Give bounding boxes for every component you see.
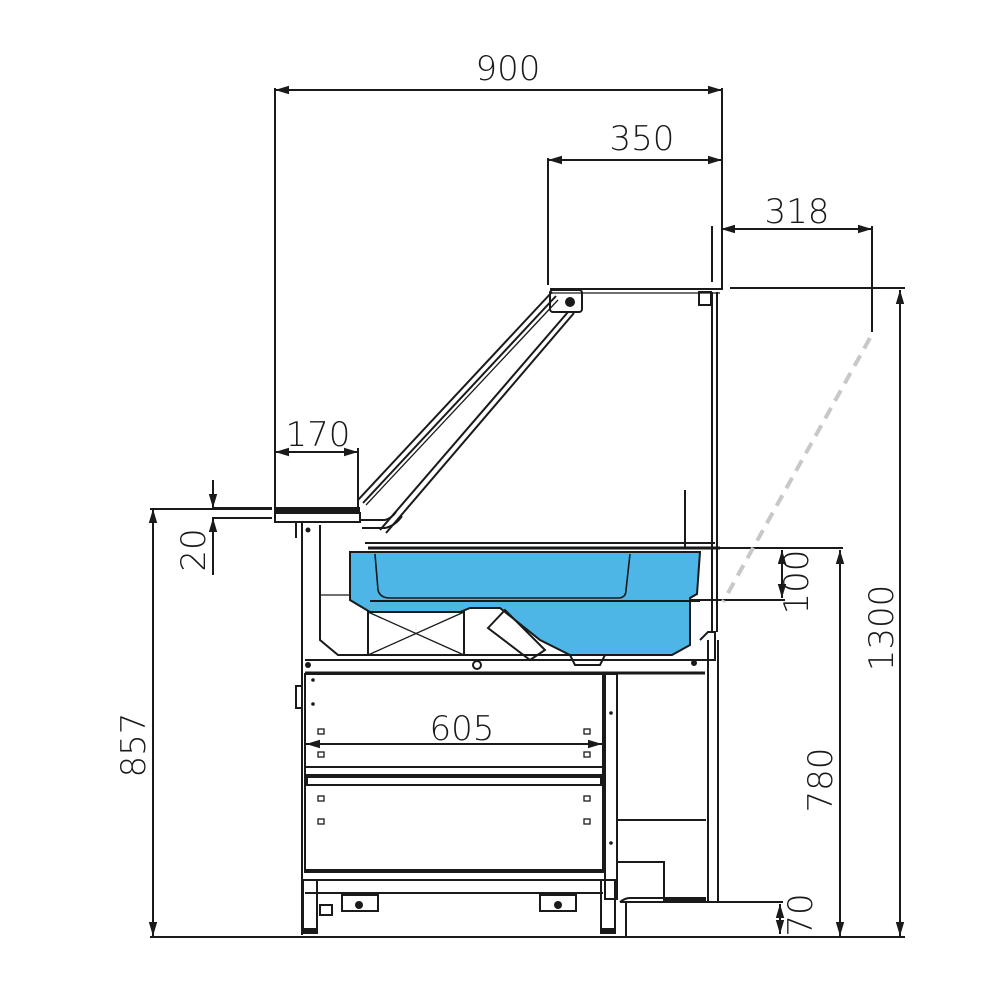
dimension-plinth-height: 70 — [620, 893, 821, 937]
dimension-overall-depth: 900 — [274, 49, 723, 515]
dim-label-857: 857 — [114, 713, 154, 778]
rear-glass — [711, 292, 718, 632]
dim-label-350: 350 — [610, 119, 675, 159]
rear-housing — [618, 640, 719, 936]
dim-label-318: 318 — [765, 192, 830, 232]
evaporator-box — [319, 525, 570, 656]
dim-label-900: 900 — [476, 49, 541, 89]
dim-label-70: 70 — [781, 893, 821, 936]
dashed-open-glass — [721, 337, 872, 603]
tank — [349, 542, 720, 666]
dimension-tray-depth: 170 — [275, 415, 359, 508]
base-cabinet: 605 — [304, 673, 618, 900]
dimension-top-glass-depth: 350 — [547, 119, 722, 285]
dim-label-1300: 1300 — [862, 585, 902, 672]
dimension-counter-height: 857 — [114, 508, 272, 936]
dim-label-170: 170 — [286, 415, 351, 455]
top-glass — [549, 288, 722, 313]
front-glass — [357, 291, 575, 534]
dimension-total-height: 1300 — [730, 287, 905, 936]
dim-label-780: 780 — [801, 748, 841, 813]
dim-label-605: 605 — [430, 709, 495, 749]
legs — [302, 879, 616, 934]
dimension-open-glass-depth: 318 — [711, 192, 873, 332]
dimension-tray-thickness: 20 — [174, 480, 272, 575]
front-tray — [274, 507, 361, 538]
dim-label-20: 20 — [174, 528, 214, 571]
dim-label-100: 100 — [777, 550, 817, 615]
dimension-work-height: 780 — [785, 547, 845, 936]
